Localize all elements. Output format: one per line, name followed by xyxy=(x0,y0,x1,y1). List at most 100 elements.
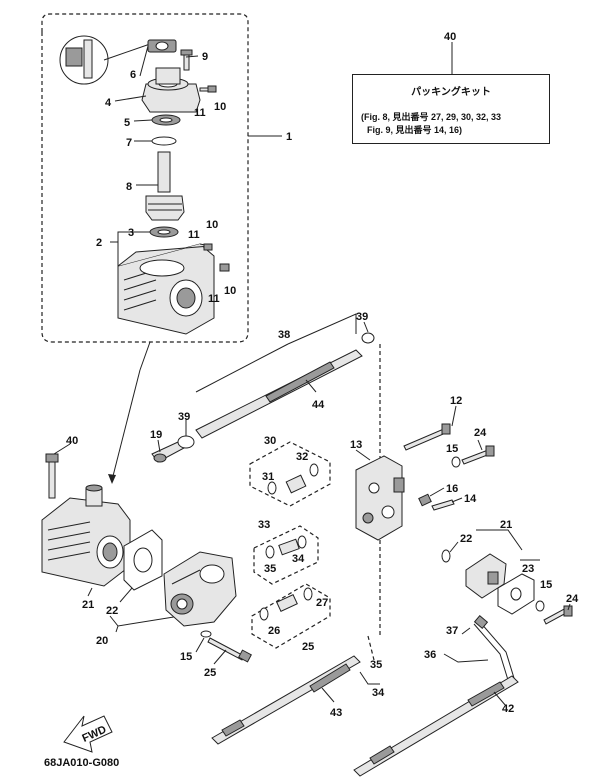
callout-33: 35 xyxy=(264,563,276,575)
washer-15-right xyxy=(535,600,545,612)
forward-arrow-icon: FWD xyxy=(63,715,113,753)
screw-10-mid xyxy=(203,243,213,251)
o-ring-7 xyxy=(151,136,177,146)
seal-kit-31-outline xyxy=(253,525,319,585)
callout-26: 25 xyxy=(302,641,314,653)
pump-assembly-18 xyxy=(41,484,131,587)
detail-box-outline xyxy=(41,13,249,343)
seal-kit-26-outline xyxy=(251,583,331,649)
callout-7: 7 xyxy=(126,137,132,149)
callout-22: 22 xyxy=(460,533,472,545)
callout-28: 30 xyxy=(264,435,276,447)
callout-21: 21 xyxy=(500,519,512,531)
callout-15-right: 15 xyxy=(540,579,552,591)
o-ring-5 xyxy=(151,114,181,126)
callout-6: 6 xyxy=(130,69,136,81)
callout-18: 21 xyxy=(82,599,94,611)
bearing-3 xyxy=(149,226,179,238)
bearing-housing-part xyxy=(141,67,201,113)
callout-37: 37 xyxy=(446,625,458,637)
callout-32: 34 xyxy=(292,553,305,565)
callout-40: 40 xyxy=(444,31,456,43)
callout-29: 31 xyxy=(262,471,274,483)
clip-39-right xyxy=(361,332,375,344)
gasket-19 xyxy=(123,529,163,591)
callout-41: 40 xyxy=(66,435,78,447)
callout-20: 19 xyxy=(150,429,162,441)
callout-10: 10 xyxy=(214,101,226,113)
callout-17: 20 xyxy=(96,635,108,647)
callout-39-left: 39 xyxy=(178,411,190,423)
fitting-30 xyxy=(285,463,319,494)
plate-13 xyxy=(355,455,405,541)
bolt-41 xyxy=(45,453,59,499)
clip-39-left xyxy=(177,435,195,449)
o-ring-27-a xyxy=(259,607,269,621)
callout-30: 32 xyxy=(296,451,308,463)
screw-10-low xyxy=(219,263,230,272)
callout-24-top: 24 xyxy=(474,427,487,439)
callout-24-right: 24 xyxy=(566,593,579,605)
callout-13: 13 xyxy=(350,439,362,451)
hose-36 xyxy=(473,615,515,681)
screw-14 xyxy=(431,499,455,511)
valve-body xyxy=(163,551,237,627)
callout-9: 9 xyxy=(202,51,208,63)
callout-5: 5 xyxy=(124,117,130,129)
bolt-24-right xyxy=(543,605,573,625)
packing-kit-title: パッキングキット xyxy=(411,87,491,98)
bolt-24-top xyxy=(461,445,495,465)
bolt-9 xyxy=(180,49,193,71)
callout-31: 33 xyxy=(258,519,270,531)
cable-42 xyxy=(353,675,519,777)
shaft-8 xyxy=(145,151,185,221)
o-ring-22 xyxy=(441,549,451,563)
callout-34: 34 xyxy=(372,687,385,699)
callout-25: 25 xyxy=(204,667,216,679)
callout-27-a: 26 xyxy=(268,625,280,637)
callout-42: 42 xyxy=(502,703,514,715)
callout-27-b: 27 xyxy=(316,597,328,609)
washer-15-left xyxy=(200,630,212,638)
callout-8: 8 xyxy=(126,181,132,193)
callout-19: 22 xyxy=(106,605,118,617)
callout-14: 14 xyxy=(464,493,477,505)
callout-15-left: 15 xyxy=(180,651,192,663)
o-ring-29 xyxy=(267,481,277,495)
callout-35: 35 xyxy=(370,659,382,671)
callout-12: 12 xyxy=(450,395,462,407)
callout-2: 2 xyxy=(96,237,102,249)
callout-4: 4 xyxy=(105,97,112,109)
cable-43 xyxy=(211,655,361,745)
callout-16: 16 xyxy=(446,483,458,495)
cable-44 xyxy=(195,349,363,439)
screw-10-top xyxy=(199,85,217,93)
callout-3: 3 xyxy=(128,227,134,239)
callout-23: 23 xyxy=(522,563,534,575)
housing-2 xyxy=(117,243,215,335)
seal-kit-28-outline xyxy=(249,441,331,507)
packing-kit-box: パッキングキット (Fig. 8, 見出番号 27, 29, 30, 32, 3… xyxy=(352,74,550,144)
callout-1: 1 xyxy=(286,131,292,143)
callout-10-c: 10 xyxy=(224,285,236,297)
callout-39-right: 39 xyxy=(356,311,368,323)
callout-10-b: 10 xyxy=(206,219,218,231)
seal-tool-icon xyxy=(59,35,151,85)
packing-kit-line-1: (Fig. 8, 見出番号 27, 29, 30, 32, 33 xyxy=(361,112,502,122)
fitting-32 xyxy=(278,535,307,556)
washer-15-top xyxy=(451,456,461,468)
o-ring-33 xyxy=(265,545,275,559)
bolt-12 xyxy=(403,423,451,451)
bolt-25 xyxy=(207,637,252,663)
callout-11-b: 11 xyxy=(188,229,200,241)
callout-11-c: 11 xyxy=(208,293,220,305)
flange-23 xyxy=(497,573,535,615)
drawing-code: 68JA010-G080 xyxy=(44,757,120,769)
oil-seal-part xyxy=(147,39,177,53)
callout-11: 11 xyxy=(194,107,206,119)
callout-15-top: 15 xyxy=(446,443,458,455)
callout-44: 44 xyxy=(312,399,325,411)
packing-kit-line-2: Fig. 9, 見出番号 14, 16) xyxy=(367,125,463,135)
callout-38: 38 xyxy=(278,329,290,341)
